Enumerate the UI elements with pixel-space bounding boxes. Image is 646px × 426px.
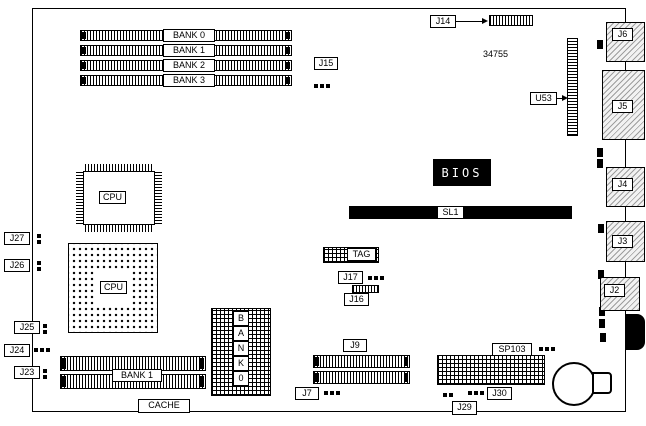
j6-label: J6 [612,28,633,41]
j24-label: J24 [4,344,30,357]
solder-pad [330,391,334,395]
solder-pad [324,391,328,395]
j3-label: J3 [612,235,633,248]
j5-label: J5 [612,100,633,113]
edge-connector [626,314,645,350]
solder-pad [326,84,330,88]
battery-tab [592,372,612,394]
qfp-pins-top [85,164,153,171]
qfp-pins-bottom [85,225,153,232]
j9-label: J9 [343,339,367,352]
smd-pad [600,333,606,342]
smd-pad [597,148,603,157]
j25-label: J25 [14,321,40,334]
j2-label: J2 [604,284,625,297]
solder-pad [539,347,543,351]
j26-label: J26 [4,259,30,272]
bank0-letter: N [233,341,249,356]
bios-label: BIOS [441,165,483,180]
j16-label: J16 [344,293,369,306]
tag-label: TAG [347,248,376,261]
battery [552,362,596,406]
solder-pad [37,240,41,244]
cache-label: CACHE [138,399,190,413]
j4-label: J4 [612,178,633,191]
sp103-header [437,355,545,385]
j14-connector [489,15,533,26]
solder-pad [37,267,41,271]
solder-pad [374,276,378,280]
j23-label: J23 [14,366,40,379]
solder-pad [314,84,318,88]
qfp-pins-left [76,172,83,224]
bank0-letter: 0 [233,371,249,386]
bank0-label: BANK 0 [163,29,215,42]
solder-pad [551,347,555,351]
j14-label: J14 [430,15,456,28]
j9-connector [313,355,410,368]
sp103-label: SP103 [492,343,532,356]
solder-pad [37,261,41,265]
u53-connector [567,38,578,136]
cpu-label: CPU [100,281,127,294]
smd-pad [598,224,604,233]
smd-pad [599,307,605,316]
bank1-label: BANK 1 [163,44,215,57]
bios-chip: BIOS [433,159,491,186]
solder-pad [320,84,324,88]
j29-label: J29 [452,401,477,415]
smd-pad [599,319,605,328]
part-number: 34755 [483,49,509,59]
solder-pad [380,276,384,280]
solder-pad [46,348,50,352]
solder-pad [37,234,41,238]
qfp-chip-label: CPU [99,191,126,204]
bank0-letter: B [233,311,249,326]
bank0-letter: K [233,356,249,371]
j17-label: J17 [338,271,363,284]
solder-pad [443,393,447,397]
u53-label: U53 [530,92,557,105]
bank1-bottom-label: BANK 1 [112,369,162,382]
smd-pad [597,159,603,168]
bank3-label: BANK 3 [163,74,215,87]
bank1-row [60,356,206,371]
solder-pad [43,330,47,334]
j15-label: J15 [314,57,338,70]
solder-pad [43,375,47,379]
u53-arrow [557,98,564,99]
j14-arrowhead [482,18,488,24]
solder-pad [468,391,472,395]
solder-pad [336,391,340,395]
solder-pad [480,391,484,395]
solder-pad [43,369,47,373]
bank0-letter: A [233,326,249,341]
solder-pad [449,393,453,397]
smd-pad [598,270,604,279]
j16-connector [352,285,379,293]
solder-pad [368,276,372,280]
smd-pad [597,40,603,49]
j9-connector [313,371,410,384]
solder-pad [34,348,38,352]
solder-pad [545,347,549,351]
solder-pad [474,391,478,395]
u53-arrowhead [562,95,568,101]
qfp-pins-right [155,172,162,224]
j30-label: J30 [487,387,512,400]
sl1-label: SL1 [437,206,464,219]
bank2-label: BANK 2 [163,59,215,72]
j7-label: J7 [295,387,319,400]
solder-pad [43,324,47,328]
j14-arrow [456,21,484,22]
j27-label: J27 [4,232,30,245]
solder-pad [40,348,44,352]
